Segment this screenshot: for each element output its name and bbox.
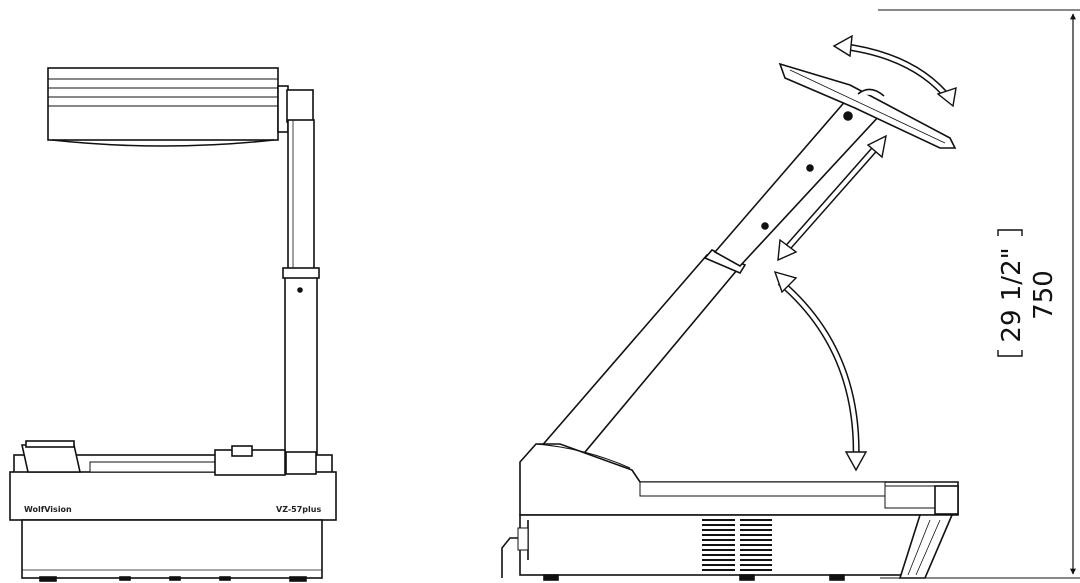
dimension-bracket-top — [997, 229, 1023, 236]
arm-tilt-arrow — [773, 270, 868, 472]
head-rotation-arrow — [832, 34, 957, 108]
arm-extension-arrow — [777, 134, 887, 262]
side-view — [501, 62, 959, 581]
base-unit — [9, 440, 337, 582]
upper-arm — [287, 119, 315, 271]
vent-grille — [702, 519, 772, 571]
dimension-bracket-bottom — [997, 350, 1023, 357]
tilted-arm — [531, 96, 882, 471]
lower-arm — [282, 267, 320, 461]
front-view: WolfVision VZ-57plus — [9, 67, 337, 582]
dimension-metric: 750 — [1029, 270, 1059, 320]
brand-mark: WolfVision — [24, 505, 72, 514]
motion-arrows — [773, 34, 957, 472]
dimension-imperial: 29 1/2" — [997, 247, 1027, 342]
model-mark: VZ-57plus — [276, 505, 321, 514]
tilted-head — [778, 62, 957, 149]
height-dimension: 29 1/2" 750 — [878, 9, 1080, 579]
lamp-head — [47, 67, 314, 147]
